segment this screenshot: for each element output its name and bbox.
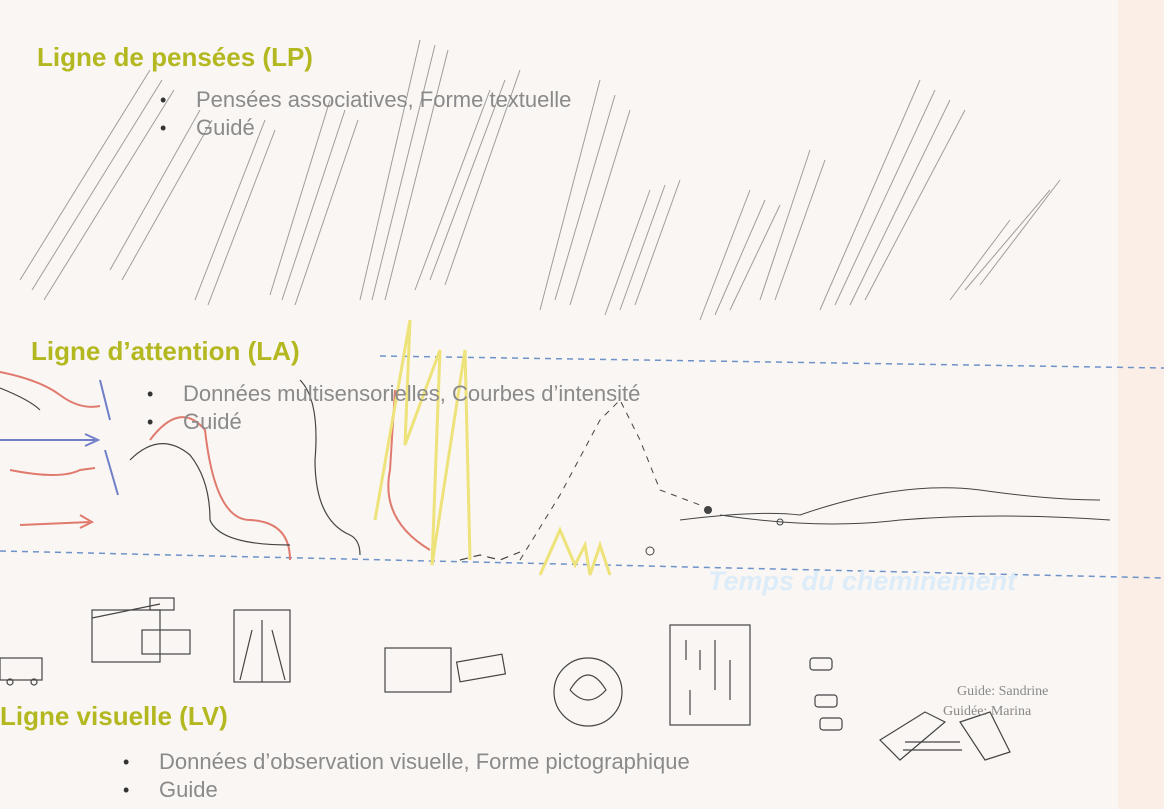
visual-pictograms <box>0 597 1011 761</box>
visual-line-title: Ligne visuelle (LV) <box>0 701 228 731</box>
thought-line-bullet: Guidé <box>150 114 571 142</box>
thought-line-title: Ligne de pensées (LP) <box>37 42 313 72</box>
thought-line-bullet: Pensées associatives, Forme textuelle <box>150 86 571 114</box>
attention-line-bullet: Données multisensorielles, Courbes d’int… <box>137 380 640 408</box>
timeline-axis-label: Temps du cheminement <box>708 566 1017 596</box>
visual-line-bullet: Données d’observation visuelle, Forme pi… <box>113 748 690 776</box>
guide-credit: Guide: Sandrine <box>957 684 1049 699</box>
visual-line-bullets: Données d’observation visuelle, Forme pi… <box>113 748 690 804</box>
thought-line-bullets: Pensées associatives, Forme textuelle Gu… <box>150 86 571 142</box>
visual-line-bullet: Guide <box>113 776 690 804</box>
attention-line-bullet: Guidé <box>137 408 640 436</box>
dashed-separators <box>0 355 1164 579</box>
guided-credit: Guidée: Marina <box>943 704 1032 719</box>
attention-line-bullets: Données multisensorielles, Courbes d’int… <box>137 380 640 436</box>
attention-curves <box>0 319 1111 576</box>
attention-line-title: Ligne d’attention (LA) <box>31 336 300 366</box>
handwritten-notes <box>19 39 1061 321</box>
